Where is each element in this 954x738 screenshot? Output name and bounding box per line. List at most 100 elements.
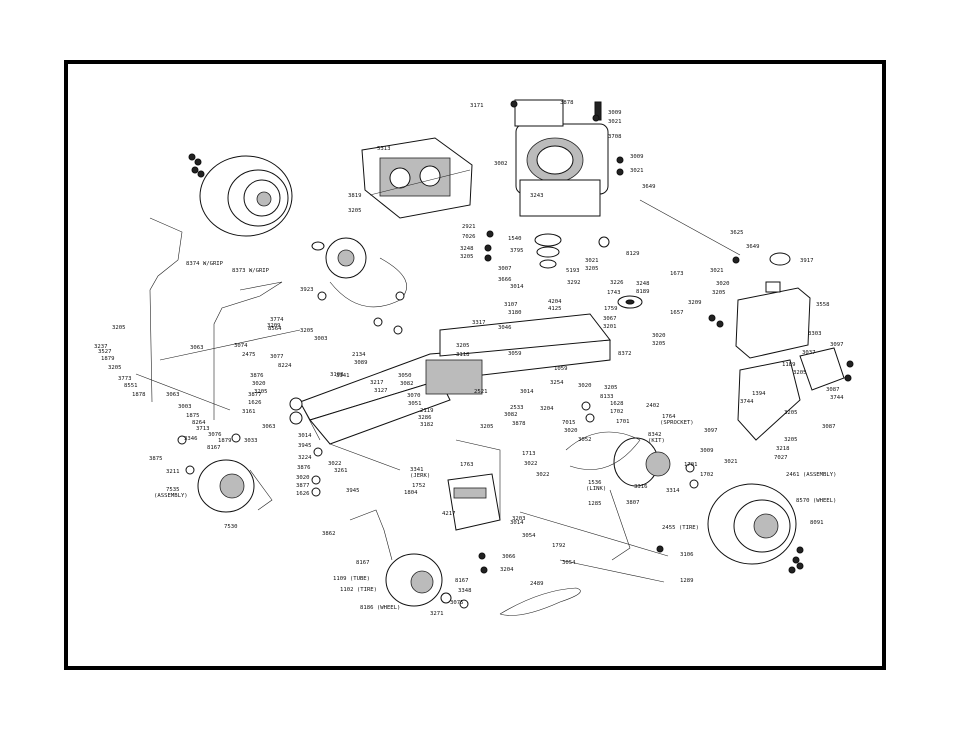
part-label: 3205 bbox=[793, 370, 806, 376]
sprocket-assembly bbox=[565, 431, 671, 487]
part-label: 3063 bbox=[262, 424, 275, 430]
part-label: 1752 bbox=[412, 483, 425, 489]
part-label: 3666 bbox=[498, 277, 511, 283]
part-label: 1702 bbox=[700, 472, 713, 478]
part-label: 1059 bbox=[554, 366, 567, 372]
part-label: 8186 (WHEEL) bbox=[360, 605, 400, 611]
part-label: 2533 bbox=[510, 405, 523, 411]
part-label: 3205 bbox=[604, 385, 617, 391]
part-label: 3097 bbox=[704, 428, 717, 434]
part-label: 1540 bbox=[508, 236, 521, 242]
lower-chain bbox=[499, 587, 581, 616]
part-label: 3052 bbox=[578, 437, 591, 443]
part-label: 8374 W/GRIP bbox=[186, 261, 224, 267]
fasteners bbox=[177, 100, 854, 574]
part-label: 3876 bbox=[250, 373, 263, 379]
part-label: 3878 bbox=[560, 100, 574, 106]
part-label: 8570 (WHEEL) bbox=[796, 498, 836, 504]
shift-lever bbox=[609, 489, 631, 561]
part-label: 1763 bbox=[460, 462, 473, 468]
part-label: 3082 bbox=[400, 381, 413, 387]
part-label: 3205 bbox=[254, 389, 267, 395]
part-label: (KIT) bbox=[648, 438, 665, 444]
part-label: 3002 bbox=[494, 161, 507, 167]
part-label: 3203 bbox=[512, 516, 525, 522]
part-label: 3021 bbox=[710, 268, 723, 274]
part-label: 3527 bbox=[98, 349, 111, 355]
part-label: 8551 bbox=[124, 383, 137, 389]
part-label: 3051 bbox=[408, 401, 421, 407]
engine bbox=[514, 99, 609, 217]
part-label: 1626 bbox=[248, 400, 261, 406]
part-label: 1394 bbox=[752, 391, 766, 397]
part-label: 3341 bbox=[336, 373, 349, 379]
part-label: 1701 bbox=[616, 419, 629, 425]
part-label: 3862 bbox=[322, 531, 335, 537]
part-label: 1743 bbox=[607, 290, 620, 296]
part-label: 3877 bbox=[296, 483, 309, 489]
rear-left-wheel bbox=[199, 155, 293, 237]
part-label: 8189 bbox=[636, 289, 649, 295]
part-label: 8091 bbox=[810, 520, 823, 526]
part-label: 3248 bbox=[460, 246, 474, 252]
handle-right bbox=[213, 281, 283, 420]
part-label: 3923 bbox=[300, 287, 313, 293]
rear-right-wheel bbox=[707, 483, 797, 565]
part-label: 3205 bbox=[784, 410, 797, 416]
front-wheel bbox=[385, 553, 469, 609]
part-label: 3224 bbox=[298, 455, 312, 461]
part-label: 1189 bbox=[782, 362, 795, 368]
link-rod bbox=[559, 559, 665, 583]
part-label: (SPROCKET) bbox=[660, 420, 694, 426]
shift-rod bbox=[519, 511, 669, 557]
part-label: 3182 bbox=[420, 422, 433, 428]
throttle-rod bbox=[639, 199, 741, 256]
part-label: 3204 bbox=[540, 406, 554, 412]
part-label: 1879 bbox=[218, 438, 231, 444]
part-label: 3649 bbox=[746, 244, 759, 250]
part-label: 3209 bbox=[267, 323, 280, 329]
part-label: 2455 (TIRE) bbox=[662, 525, 699, 531]
part-label: 3020 bbox=[564, 428, 577, 434]
part-label: 3063 bbox=[190, 345, 203, 351]
part-label: 3205 bbox=[712, 290, 725, 296]
part-label: 3022 bbox=[536, 472, 549, 478]
part-label: 3054 bbox=[562, 560, 576, 566]
part-label: 4125 bbox=[548, 306, 561, 312]
wheel-nuts-right bbox=[788, 546, 804, 574]
part-label: 7530 bbox=[224, 524, 237, 530]
part-label: 3205 bbox=[480, 424, 493, 430]
part-label: 3237 bbox=[94, 344, 107, 350]
part-label: 7027 bbox=[774, 455, 787, 461]
part-label: 3014 bbox=[520, 389, 534, 395]
part-label: 3204 bbox=[500, 567, 514, 573]
part-label: 1759 bbox=[604, 306, 617, 312]
part-label: 3316 bbox=[634, 484, 647, 490]
part-label: 2402 bbox=[646, 403, 659, 409]
part-label: 3014 bbox=[298, 433, 312, 439]
part-label: 3106 bbox=[680, 552, 693, 558]
part-label: 2521 bbox=[474, 389, 487, 395]
part-label: 2475 bbox=[242, 352, 255, 358]
caster-wheel-left bbox=[197, 459, 273, 513]
part-label: 3205 bbox=[456, 343, 469, 349]
part-label: 3205 bbox=[460, 254, 473, 260]
part-label: 1536 bbox=[588, 480, 601, 486]
part-label: 3205 bbox=[652, 341, 665, 347]
part-label: 3070 bbox=[407, 393, 420, 399]
part-label: 3713 bbox=[196, 426, 209, 432]
nuts-group-top-left bbox=[188, 153, 205, 178]
part-label: 3945 bbox=[298, 443, 311, 449]
part-label: 3021 bbox=[630, 168, 643, 174]
part-label: 3118 bbox=[456, 352, 470, 358]
part-label: 3050 bbox=[398, 373, 411, 379]
part-label: 3649 bbox=[642, 184, 655, 190]
part-label: 3077 bbox=[270, 354, 283, 360]
part-label: 3348 bbox=[458, 588, 472, 594]
part-label: 3108 bbox=[330, 372, 344, 378]
part-label: 3346 bbox=[184, 436, 197, 442]
part-label: 3744 bbox=[740, 399, 754, 405]
engine-pulleys bbox=[534, 233, 562, 269]
part-label: 1673 bbox=[670, 271, 683, 277]
part-label: 3205 bbox=[585, 266, 598, 272]
